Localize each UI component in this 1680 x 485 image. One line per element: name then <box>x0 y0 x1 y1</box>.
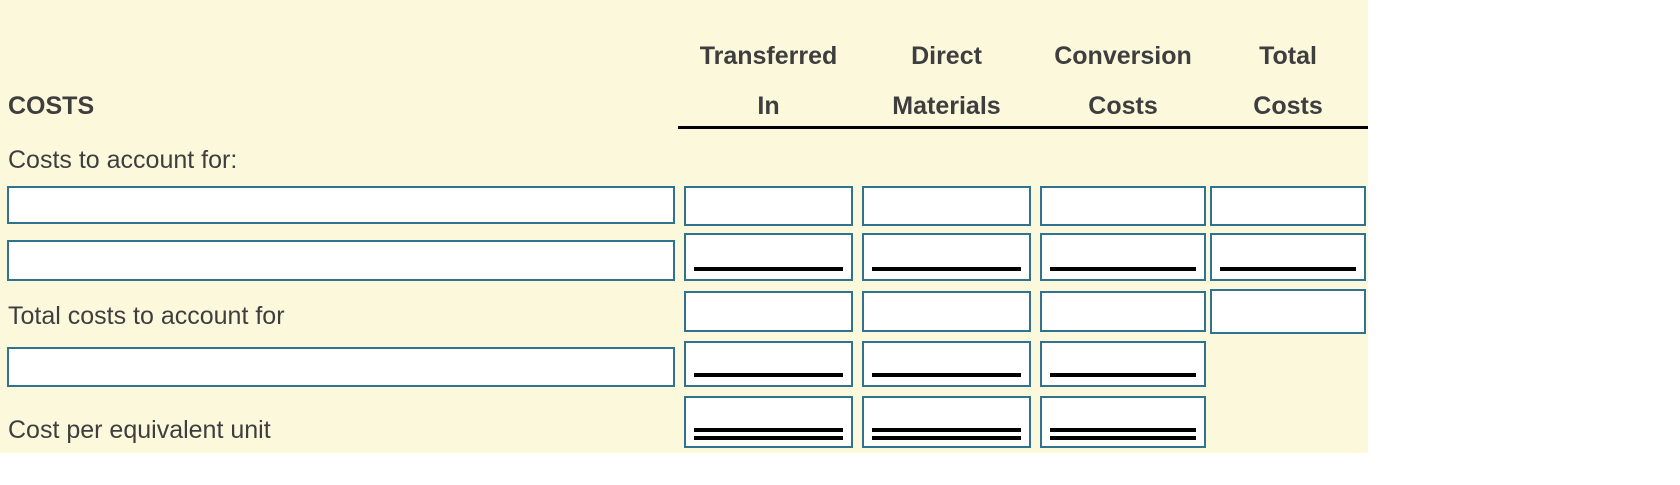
single-rule-mark <box>872 267 1021 271</box>
single-rule-mark <box>1050 267 1196 271</box>
input-row3-direct-materials[interactable] <box>862 291 1031 332</box>
double-rule-mark <box>872 428 1021 440</box>
column-header-transferred-line1: Transferred <box>699 42 838 70</box>
column-header-conversion-line1: Conversion <box>1054 42 1192 70</box>
input-description-row2[interactable] <box>7 240 675 281</box>
input-row4-conversion-costs[interactable] <box>1040 341 1206 387</box>
input-row3-conversion-costs[interactable] <box>1040 291 1206 332</box>
column-header-total-line1: Total <box>1259 42 1317 70</box>
column-header-direct-line1: Direct <box>911 42 982 70</box>
input-row1-total-costs[interactable] <box>1210 186 1366 226</box>
input-row1-transferred-in[interactable] <box>684 186 853 226</box>
single-rule-mark <box>1050 373 1196 377</box>
double-rule-mark <box>694 428 843 440</box>
input-row1-conversion-costs[interactable] <box>1040 186 1206 226</box>
costs-title: COSTS <box>8 92 95 120</box>
input-description-row1[interactable] <box>7 186 675 224</box>
single-rule-mark <box>1220 267 1356 271</box>
input-row5-conversion-costs[interactable] <box>1040 396 1206 448</box>
single-rule-mark <box>694 373 843 377</box>
label-cost-per-equivalent-unit: Cost per equivalent unit <box>8 416 271 444</box>
label-total-costs-to-account-for: Total costs to account for <box>8 302 285 330</box>
input-row2-direct-materials[interactable] <box>862 233 1031 281</box>
input-row2-conversion-costs[interactable] <box>1040 233 1206 281</box>
input-row3-total-costs[interactable] <box>1210 289 1366 334</box>
label-costs-to-account-for: Costs to account for: <box>8 146 238 174</box>
input-row5-direct-materials[interactable] <box>862 396 1031 448</box>
costs-panel: Transferred Direct Conversion Total In M… <box>0 0 1368 453</box>
input-row3-transferred-in[interactable] <box>684 291 853 332</box>
input-row1-direct-materials[interactable] <box>862 186 1031 226</box>
double-rule-mark <box>1050 428 1196 440</box>
input-description-row4[interactable] <box>7 347 675 387</box>
column-header-direct-line2: Materials <box>892 92 1001 120</box>
column-header-conversion-line2: Costs <box>1088 92 1158 120</box>
single-rule-mark <box>694 267 843 271</box>
column-header-total-line2: Costs <box>1253 92 1323 120</box>
input-row4-direct-materials[interactable] <box>862 341 1031 387</box>
single-rule-mark <box>872 373 1021 377</box>
input-row2-total-costs[interactable] <box>1210 233 1366 281</box>
input-row2-transferred-in[interactable] <box>684 233 853 281</box>
input-row4-transferred-in[interactable] <box>684 341 853 387</box>
header-underline-rule <box>678 126 1368 129</box>
input-row5-transferred-in[interactable] <box>684 396 853 448</box>
column-header-transferred-line2: In <box>757 92 780 120</box>
